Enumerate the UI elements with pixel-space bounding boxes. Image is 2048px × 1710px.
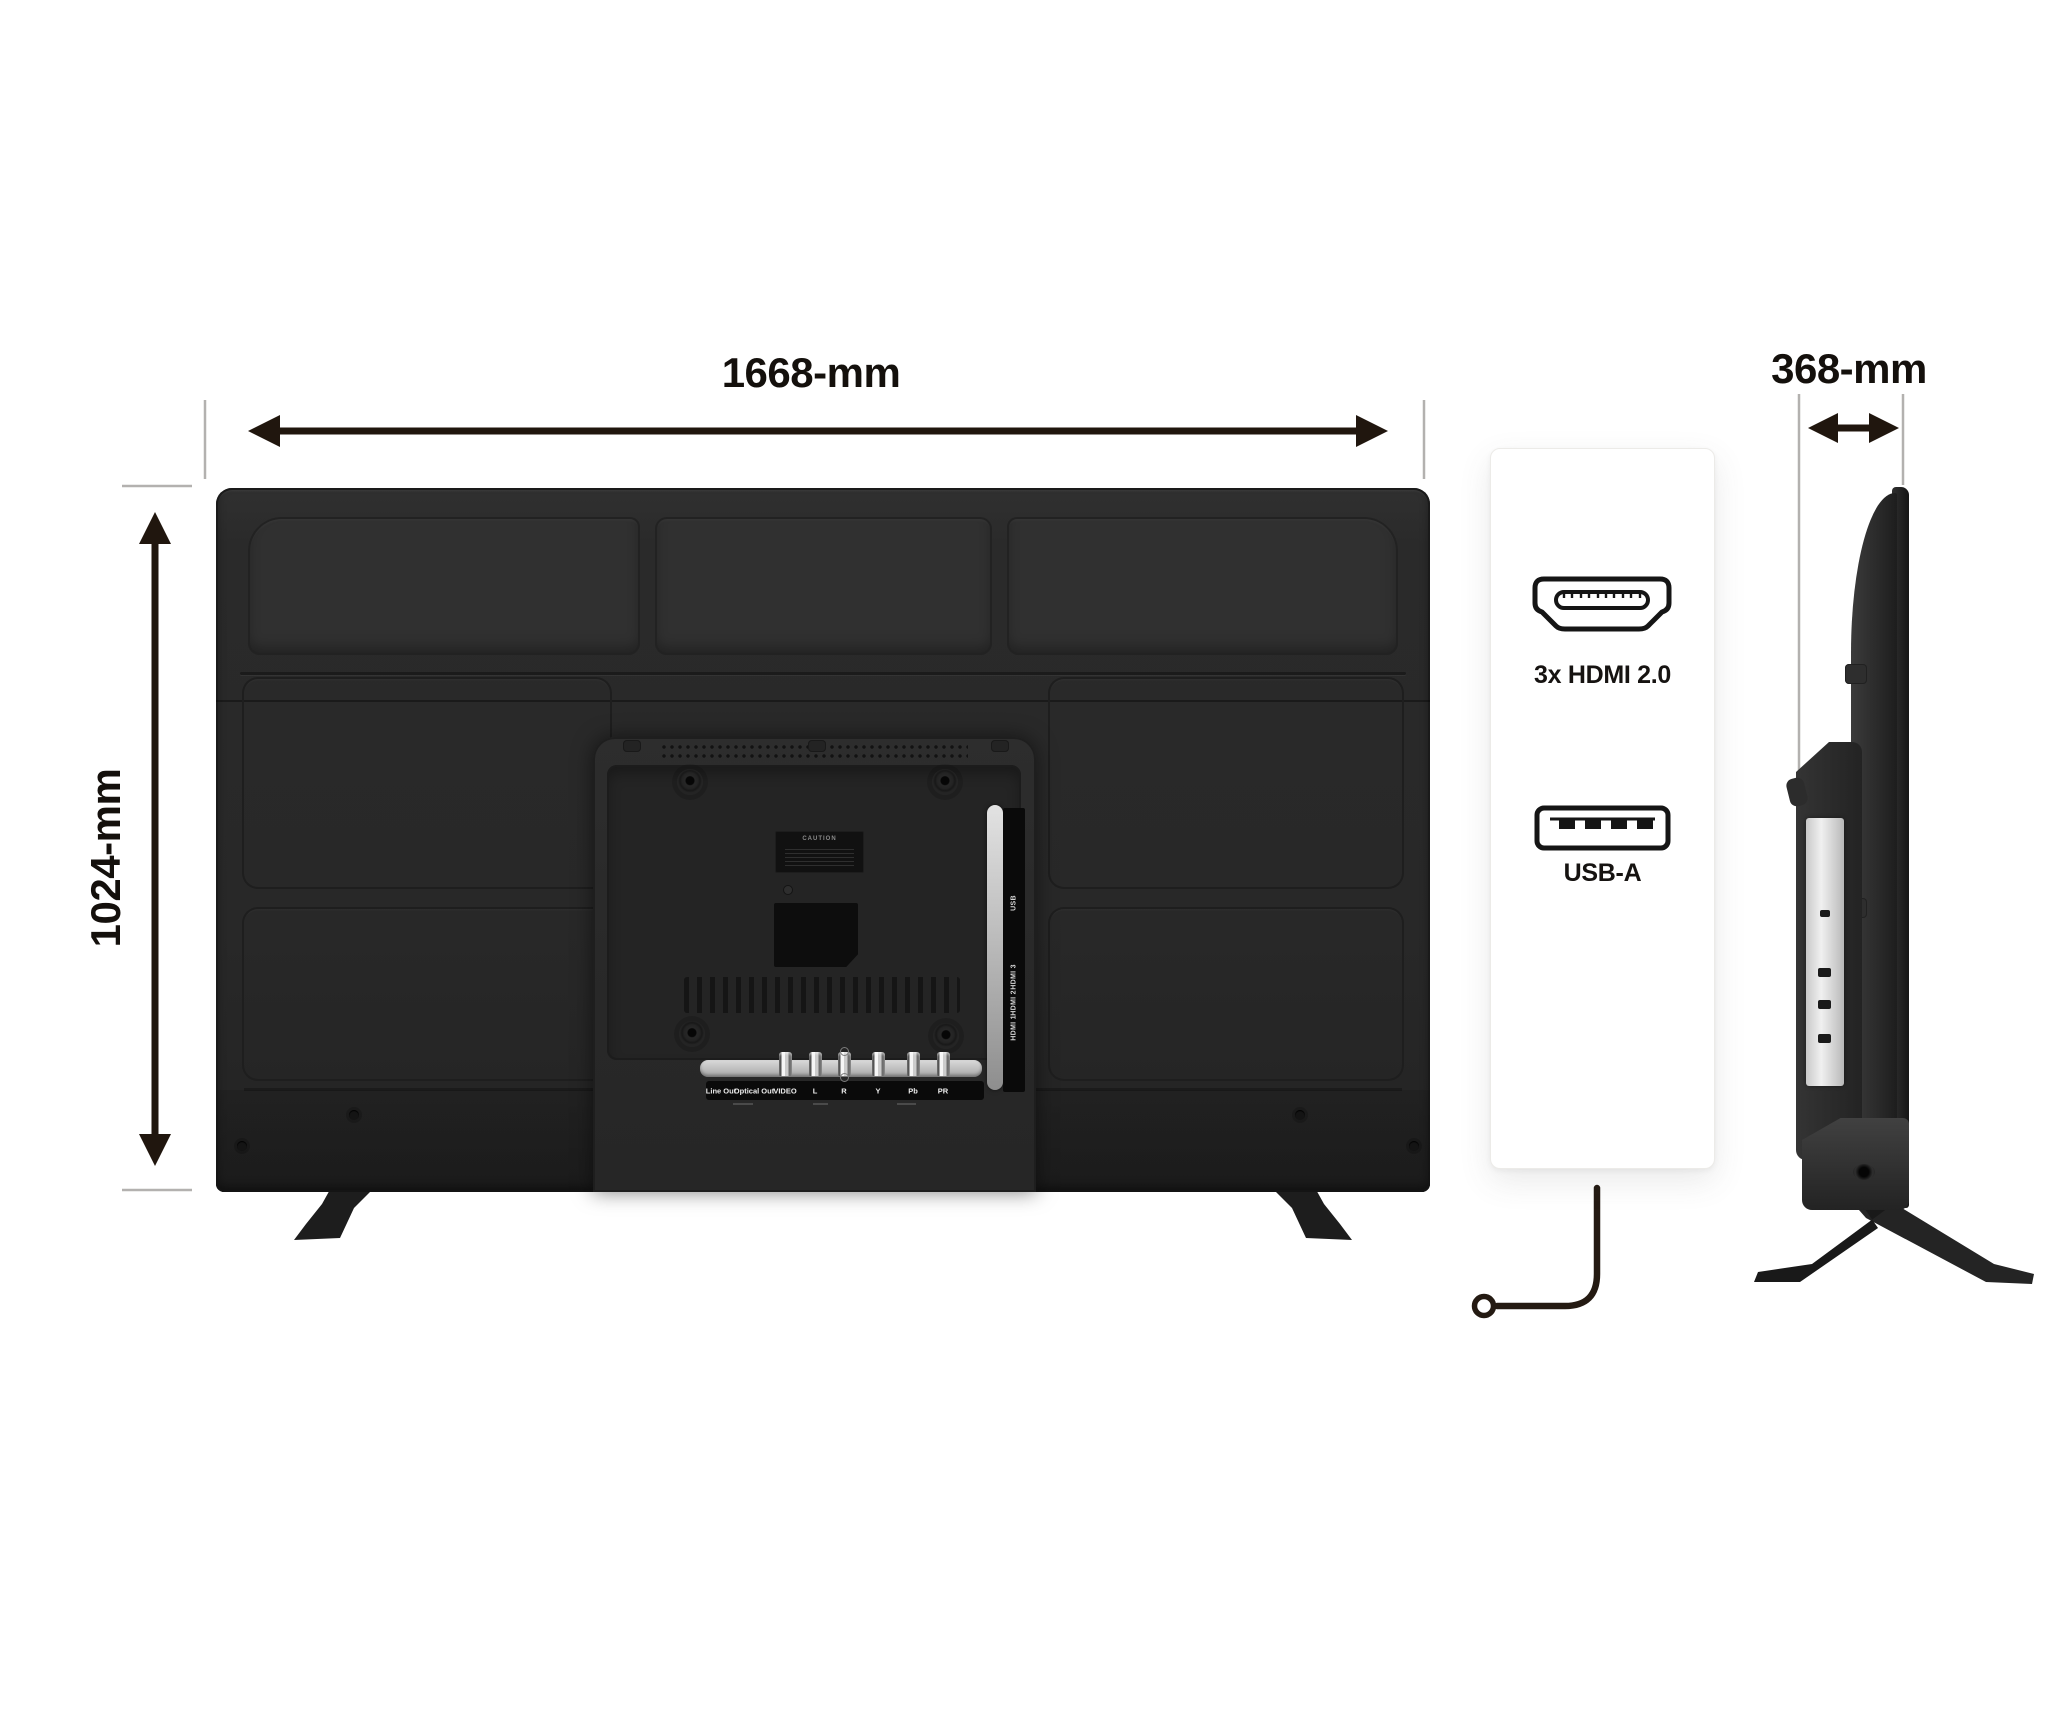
- caution-label-plate: CAUTION: [775, 831, 864, 873]
- alignment-hole-upper: [840, 1047, 849, 1056]
- hdmi-icon-pin-slot: [1554, 590, 1650, 610]
- vesa-mount-panel: CAUTION USB HDMI 3 HDMI 2 HDMI 1 Line Ou…: [593, 737, 1036, 1192]
- mount-cutout: [774, 903, 858, 967]
- back-panel-top-center: [655, 517, 992, 655]
- usb-port-label: USB-A: [1563, 859, 1642, 887]
- width-arrowhead-right: [1356, 415, 1388, 447]
- usb-icon-outline: [1534, 805, 1671, 851]
- ports-callout-card: 3x HDMI 2.0 USB-A: [1490, 448, 1715, 1169]
- side-port-slot-hdmi1: [1818, 1034, 1831, 1043]
- side-stand: [1754, 1202, 2034, 1284]
- tv-back-view: CAUTION USB HDMI 3 HDMI 2 HDMI 1 Line Ou…: [216, 488, 1430, 1192]
- vent-slots: [684, 977, 960, 1013]
- hdmi-icon-outline: [1532, 576, 1672, 632]
- back-screw-dot-1: [349, 1110, 359, 1120]
- back-screw-dot-3: [237, 1141, 247, 1151]
- bottom-port-label-opticalout: Optical Out: [733, 1086, 775, 1095]
- depth-dimension-label: 368-mm: [1771, 345, 1927, 392]
- back-panel-lower-right: [1048, 907, 1404, 1081]
- back-stand-foot-left: [294, 1186, 376, 1240]
- port-underline-2: [813, 1103, 828, 1105]
- bottom-port-label-lineout: Line Out: [705, 1086, 737, 1095]
- vesa-screw-top-left: [677, 769, 703, 795]
- rca-connector-r: [838, 1052, 851, 1076]
- bottom-port-label-pb: Pb: [908, 1086, 918, 1095]
- usb-icon-pin-2: [1585, 820, 1601, 829]
- height-arrowhead-bottom: [139, 1134, 171, 1166]
- back-panel-top-left: [248, 517, 640, 655]
- bottom-port-label-pr: PR: [937, 1086, 949, 1095]
- rear-port-label-usb: USB: [1010, 895, 1018, 911]
- service-hole: [783, 885, 793, 895]
- port-underline-1: [733, 1103, 753, 1105]
- usb-icon-pin-4: [1637, 820, 1653, 829]
- caution-fine-print: [785, 849, 854, 867]
- callout-connector-line: [1493, 1184, 1601, 1310]
- side-tab-upper: [1845, 664, 1867, 684]
- vesa-screw-top-right: [932, 769, 958, 795]
- usb-port-icon: [1534, 805, 1671, 851]
- back-seam-upper: [240, 672, 1406, 675]
- back-stand-foot-right: [1270, 1186, 1352, 1240]
- rear-port-label-hdmi3: HDMI 3: [1010, 964, 1018, 990]
- side-base-screw: [1853, 1164, 1875, 1180]
- hdmi-port-icon: [1532, 576, 1672, 632]
- bottom-port-label-y: Y: [875, 1086, 881, 1095]
- alignment-hole-lower: [840, 1073, 849, 1082]
- rca-connector-video: [779, 1052, 792, 1076]
- side-base: [1802, 1118, 1909, 1210]
- back-panel-mid-right: [1048, 677, 1404, 889]
- port-underline-3: [897, 1103, 916, 1105]
- back-seam-upper-2: [216, 700, 1430, 702]
- side-stand-leg-front: [1754, 1202, 1896, 1282]
- callout-connector-endpoint: [1471, 1293, 1497, 1319]
- back-panel-lower-left: [242, 907, 612, 1081]
- side-silver-panel: [1806, 818, 1844, 1086]
- mount-bump-3: [991, 740, 1009, 752]
- width-dimension-label: 1668-mm: [721, 349, 901, 396]
- rear-port-label-hdmi1: HDMI 1: [1010, 1015, 1018, 1041]
- rca-connector-pr: [937, 1052, 950, 1076]
- rear-port-label-hdmi2: HDMI 2: [1010, 990, 1018, 1016]
- mount-bump-2: [808, 740, 826, 752]
- usb-icon-pin-1: [1559, 820, 1575, 829]
- vesa-screw-bottom-left: [679, 1021, 705, 1047]
- mount-bump-1: [623, 740, 641, 752]
- bottom-port-label-bar: Line Out Optical Out VIDEO L R Y Pb PR: [706, 1081, 984, 1100]
- rca-connector-pb: [907, 1052, 920, 1076]
- side-port-slot-usb: [1820, 910, 1830, 917]
- back-panel-top-right: [1007, 517, 1398, 655]
- rca-connector-y: [872, 1052, 885, 1076]
- vesa-screw-bottom-right: [933, 1023, 959, 1049]
- usb-icon-pin-3: [1611, 820, 1627, 829]
- side-port-slot-hdmi3: [1818, 968, 1831, 977]
- back-screw-dot-2: [1295, 1110, 1305, 1120]
- rear-silver-strip: [987, 805, 1003, 1090]
- bottom-port-label-l: L: [812, 1086, 818, 1095]
- caution-label-text: CAUTION: [802, 836, 837, 842]
- height-arrowhead-top: [139, 512, 171, 544]
- depth-arrowhead-left: [1808, 413, 1838, 443]
- tv-back-stand-feet: [294, 1186, 1352, 1240]
- back-panel-mid-left: [242, 677, 612, 889]
- depth-arrowhead-right: [1869, 413, 1899, 443]
- bottom-port-label-video: VIDEO: [773, 1086, 797, 1095]
- hdmi-icon-pins: [1562, 592, 1642, 598]
- width-arrowhead-left: [248, 415, 280, 447]
- side-stand-leg-back: [1852, 1202, 2034, 1284]
- hdmi-ports-label: 3x HDMI 2.0: [1533, 661, 1672, 689]
- back-screw-dot-4: [1409, 1141, 1419, 1151]
- height-dimension-label: 1024-mm: [82, 768, 129, 948]
- bottom-port-label-r: R: [841, 1086, 847, 1095]
- speaker-grille: [662, 745, 968, 763]
- rear-port-column: USB HDMI 3 HDMI 2 HDMI 1: [1003, 808, 1025, 1092]
- side-port-slot-hdmi2: [1818, 1000, 1831, 1009]
- rca-connector-l: [809, 1052, 822, 1076]
